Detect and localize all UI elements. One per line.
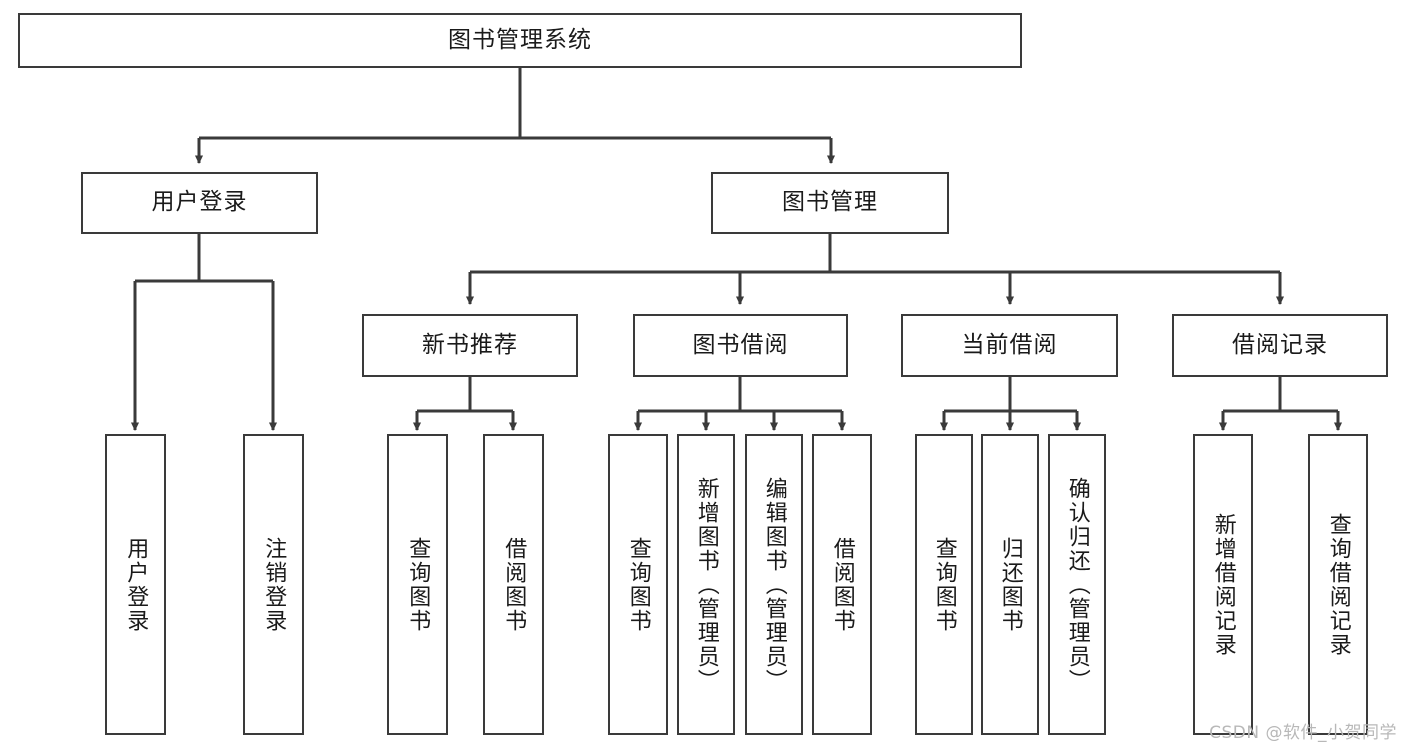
node-leaf-logout-login[interactable]: 注销登录: [243, 434, 304, 735]
node-leaf-logout-login-label: 注销登录: [261, 536, 287, 633]
node-leaf-add-book-admin[interactable]: 新增图书（管理员）: [677, 434, 735, 735]
node-leaf-add-borrow-record-label: 新增借阅记录: [1210, 512, 1236, 657]
node-borrow-record-label: 借阅记录: [1232, 331, 1328, 358]
node-leaf-borrow-book-1[interactable]: 借阅图书: [483, 434, 544, 735]
node-leaf-query-book-3[interactable]: 查询图书: [915, 434, 973, 735]
node-book-borrow-label: 图书借阅: [692, 331, 789, 358]
node-leaf-add-borrow-record[interactable]: 新增借阅记录: [1193, 434, 1253, 735]
node-leaf-confirm-return-admin[interactable]: 确认归还（管理员）: [1048, 434, 1106, 735]
node-book-management[interactable]: 图书管理: [711, 172, 949, 234]
node-leaf-return-book[interactable]: 归还图书: [981, 434, 1039, 735]
node-leaf-query-book-1-label: 查询图书: [405, 536, 431, 633]
node-new-book-recommend[interactable]: 新书推荐: [362, 314, 578, 377]
node-leaf-add-book-admin-label: 新增图书（管理员）: [693, 476, 719, 693]
node-root[interactable]: 图书管理系统: [18, 13, 1022, 68]
node-leaf-user-login[interactable]: 用户登录: [105, 434, 166, 735]
node-leaf-edit-book-admin-label: 编辑图书（管理员）: [761, 476, 787, 693]
node-user-login[interactable]: 用户登录: [81, 172, 318, 234]
node-root-label: 图书管理系统: [448, 26, 592, 53]
node-leaf-borrow-book-2-label: 借阅图书: [829, 536, 855, 633]
node-leaf-user-login-label: 用户登录: [123, 536, 149, 633]
node-leaf-borrow-book-1-label: 借阅图书: [501, 536, 527, 633]
node-book-management-label: 图书管理: [782, 189, 878, 216]
node-leaf-query-book-2-label: 查询图书: [625, 536, 651, 633]
node-user-login-label: 用户登录: [151, 189, 248, 216]
node-leaf-return-book-label: 归还图书: [997, 536, 1023, 633]
node-new-book-recommend-label: 新书推荐: [422, 331, 518, 358]
node-leaf-borrow-book-2[interactable]: 借阅图书: [812, 434, 872, 735]
node-leaf-query-book-2[interactable]: 查询图书: [608, 434, 668, 735]
node-borrow-record[interactable]: 借阅记录: [1172, 314, 1388, 377]
node-book-borrow[interactable]: 图书借阅: [633, 314, 848, 377]
node-leaf-query-book-1[interactable]: 查询图书: [387, 434, 448, 735]
node-leaf-query-book-3-label: 查询图书: [931, 536, 957, 633]
node-current-borrow[interactable]: 当前借阅: [901, 314, 1118, 377]
node-leaf-query-borrow-record[interactable]: 查询借阅记录: [1308, 434, 1368, 735]
node-current-borrow-label: 当前借阅: [961, 331, 1058, 358]
node-leaf-confirm-return-admin-label: 确认归还（管理员）: [1064, 476, 1090, 693]
node-leaf-edit-book-admin[interactable]: 编辑图书（管理员）: [745, 434, 803, 735]
node-leaf-query-borrow-record-label: 查询借阅记录: [1325, 512, 1351, 657]
